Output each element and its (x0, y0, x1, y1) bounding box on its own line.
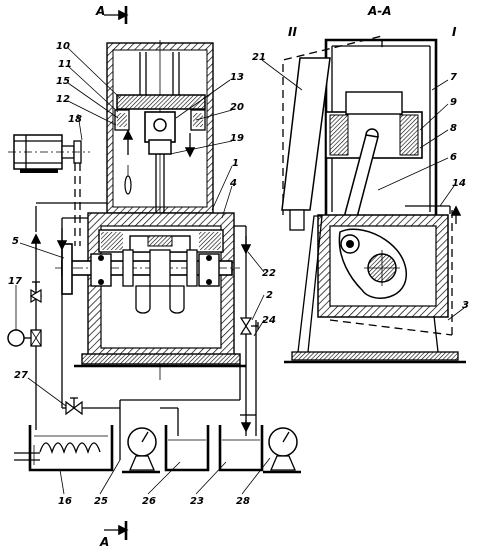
label-24: 24 (262, 315, 276, 326)
label-16: 16 (58, 496, 72, 507)
section-mark-bottom: A (99, 521, 129, 549)
label-13: 13 (230, 72, 244, 83)
label-27: 27 (14, 370, 28, 381)
label-14: 14 (452, 178, 466, 189)
gauge-tank-right (218, 425, 301, 474)
label-23: 23 (190, 496, 204, 507)
label-26: 26 (142, 496, 156, 507)
label-15: 15 (56, 76, 70, 87)
label-20: 20 (230, 102, 244, 113)
label-4: 4 (229, 178, 237, 189)
label-19: 19 (230, 133, 244, 144)
label-12: 12 (56, 94, 70, 105)
part-labels: 10 11 15 12 18 13 20 19 1 4 5 22 2 24 17… (8, 41, 469, 507)
gauge-tank-left (122, 425, 210, 474)
slider-plate (116, 94, 206, 110)
label-25: 25 (94, 496, 108, 507)
electric-motor (8, 134, 90, 173)
label-11: 11 (58, 59, 72, 70)
label-28: 28 (236, 496, 250, 507)
label-22: 22 (262, 268, 276, 279)
label-3: 3 (462, 300, 469, 311)
position-label-one: I (452, 25, 457, 39)
position-label-two: II (288, 25, 297, 39)
base-plate (81, 353, 241, 365)
section-letter-bottom: A (99, 535, 109, 549)
label-6: 6 (450, 152, 457, 163)
oil-pump (7, 329, 25, 347)
drain-piping (234, 225, 259, 436)
label-2: 2 (266, 290, 273, 301)
section-title-aa: A-A (367, 4, 392, 18)
section-letter-top: A (95, 4, 105, 18)
main-section-view (55, 40, 246, 380)
leader-lines (15, 47, 465, 495)
label-9: 9 (450, 97, 457, 108)
label-18: 18 (68, 114, 82, 125)
label-1-left: 1 (232, 158, 239, 169)
label-17: 17 (8, 276, 22, 287)
drive-pulley (61, 243, 73, 295)
label-5: 5 (12, 236, 19, 247)
oil-tank-heater (14, 425, 114, 472)
label-8: 8 (450, 123, 457, 134)
section-aa-view (281, 35, 466, 364)
label-10: 10 (56, 41, 70, 52)
label-7: 7 (450, 72, 457, 83)
section-mark-top: A (95, 4, 129, 24)
label-21: 21 (252, 52, 266, 63)
pedestal-base (291, 351, 459, 361)
